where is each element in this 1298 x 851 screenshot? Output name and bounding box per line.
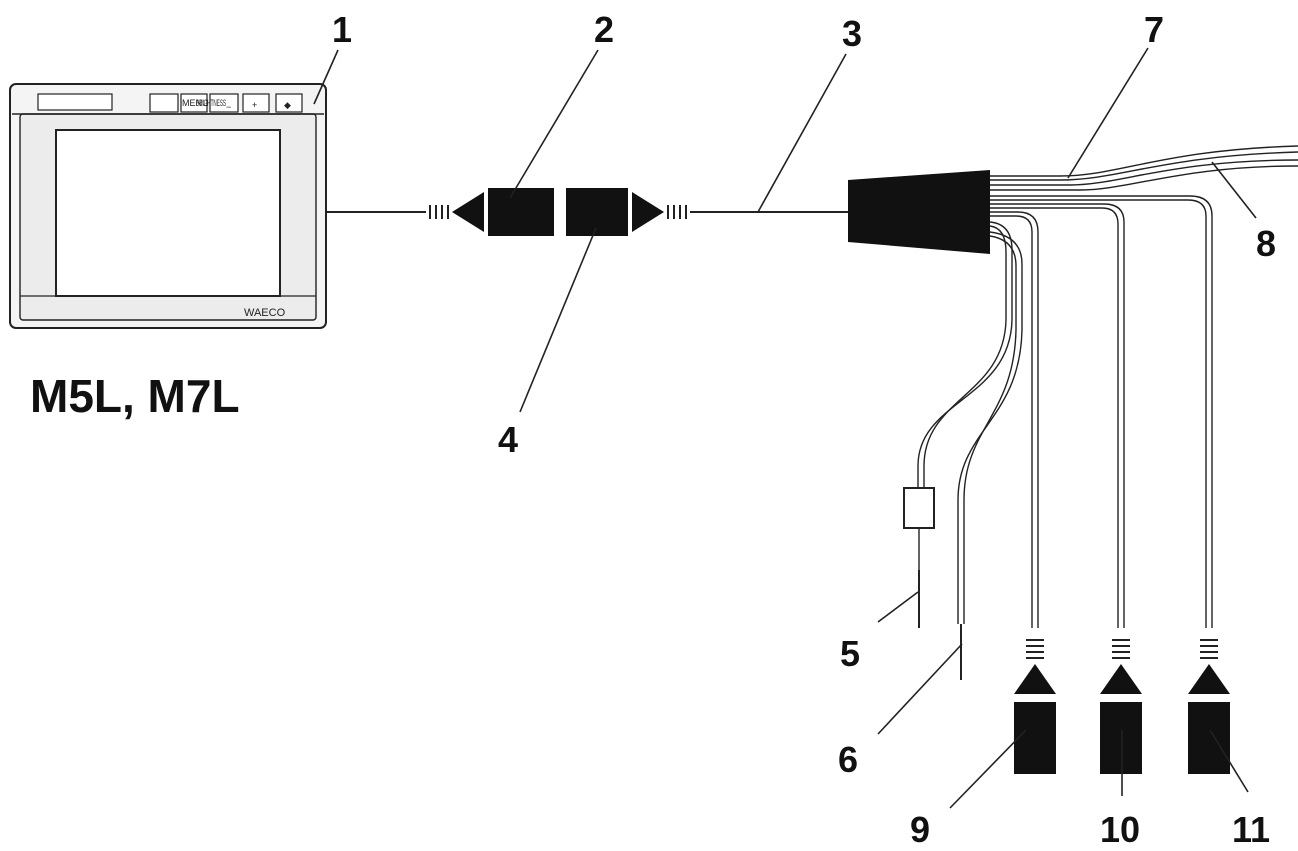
callout-5: 5: [840, 633, 860, 674]
monitor-button-1: [149, 93, 179, 113]
monitor-screen: [55, 129, 281, 297]
callout-11: 11: [1232, 809, 1270, 850]
leader-6: [877, 643, 963, 735]
leader-3: [757, 53, 847, 213]
monitor-brand: WAECO: [244, 307, 286, 319]
cable-7-bundle: [990, 145, 1298, 191]
leader-2: [509, 49, 599, 199]
cable-branch-10: [990, 203, 1125, 628]
connector-ribs-right: [667, 205, 687, 219]
connector-ribs-left: [429, 205, 449, 219]
connector-10: [1100, 639, 1142, 774]
connector-2: [452, 188, 554, 236]
cable-branch-11: [990, 195, 1213, 628]
monitor-button-menu-label: MENU: [182, 98, 209, 108]
monitor-button-power-label: ◆: [284, 100, 291, 110]
callout-4: 4: [498, 419, 518, 460]
monitor-button-power: [275, 93, 303, 113]
monitor-button-brightness-label: BRIGHTNESS: [196, 98, 226, 108]
monitor-display-window: [37, 93, 113, 111]
callout-2: 2: [594, 9, 614, 50]
cable-splitter: [848, 170, 990, 254]
monitor-button-plus: [242, 93, 270, 113]
callout-3: 3: [842, 13, 862, 54]
power-cable-6: [957, 231, 1023, 680]
callout-6: 6: [838, 739, 858, 780]
monitor-button-plus-label: +: [252, 100, 257, 110]
callout-9: 9: [910, 809, 930, 850]
power-cable-5: [903, 221, 1013, 628]
callout-7: 7: [1144, 9, 1164, 50]
leader-11: [1209, 729, 1249, 793]
monitor: MENU BRIGHTNESS − + ◆ WAECO: [9, 83, 327, 329]
monitor-button-brightness: [209, 93, 239, 113]
leader-4: [519, 227, 597, 413]
monitor-button-minus-label: −: [226, 102, 231, 112]
leader-9: [949, 729, 1027, 809]
leader-1: [313, 49, 339, 105]
cable-branch-9: [990, 211, 1039, 628]
leader-8: [1211, 161, 1257, 219]
callout-1: 1: [332, 9, 352, 50]
callout-8: 8: [1256, 223, 1276, 264]
connector-4: [566, 188, 664, 236]
model-label: M5L, M7L: [30, 370, 240, 422]
callout-10: 10: [1100, 809, 1140, 850]
leader-5: [877, 591, 919, 623]
connector-11: [1188, 639, 1230, 774]
connector-9: [1014, 639, 1056, 774]
leader-7: [1067, 47, 1149, 179]
monitor-button-menu: [180, 93, 208, 113]
fuse-holder: [903, 487, 935, 529]
